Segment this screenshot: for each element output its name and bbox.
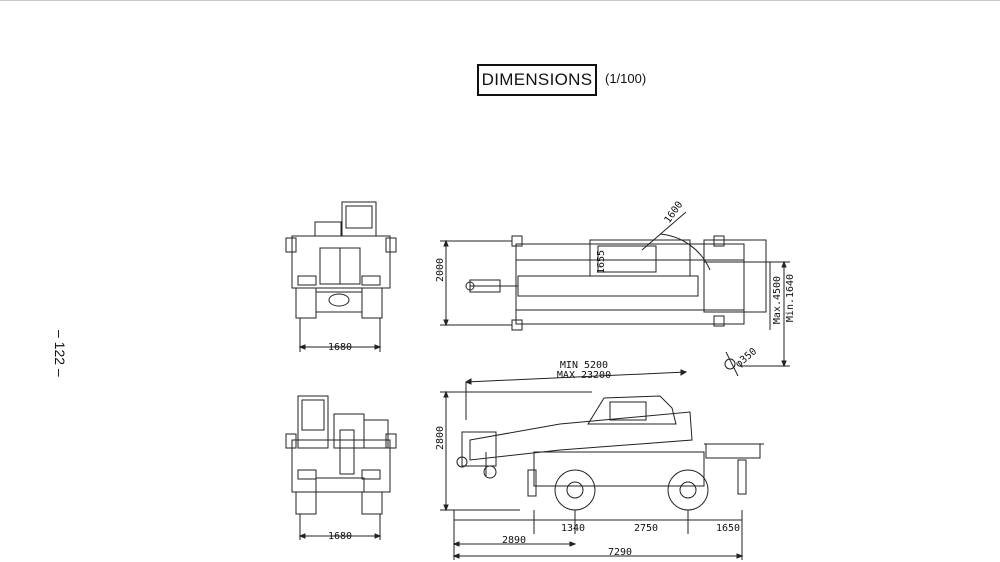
dim-front-overhang: 1340 bbox=[561, 523, 585, 534]
front-view-top bbox=[285, 201, 397, 352]
dim-counterweight: 1655 bbox=[596, 250, 607, 274]
dim-side-height: 2800 bbox=[435, 426, 446, 450]
top-rule bbox=[0, 0, 1000, 1]
dim-front-width-top: 1680 bbox=[328, 342, 352, 353]
dim-front-width-bottom: 1680 bbox=[328, 531, 352, 542]
dim-max-height: Max.4500 bbox=[772, 276, 783, 324]
dim-boom-max: MAX 23200 bbox=[557, 370, 611, 381]
dim-overall-length: 7290 bbox=[608, 547, 632, 558]
dim-boom-min: MIN 5200 bbox=[560, 360, 608, 371]
front-view-bottom bbox=[285, 395, 397, 540]
dim-wheelbase: 2750 bbox=[634, 523, 658, 534]
dim-rear-overhang: 1650 bbox=[716, 523, 740, 534]
dim-front-to-center: 2890 bbox=[502, 535, 526, 546]
dim-turn-radius: 1600 bbox=[663, 200, 686, 226]
scale-label: (1/100) bbox=[605, 71, 647, 86]
dim-top-height: 2000 bbox=[435, 258, 446, 282]
side-view bbox=[440, 369, 764, 560]
page-title: DIMENSIONS bbox=[477, 64, 597, 96]
top-view bbox=[440, 211, 790, 377]
dim-min-height: Min.1640 bbox=[785, 274, 796, 322]
